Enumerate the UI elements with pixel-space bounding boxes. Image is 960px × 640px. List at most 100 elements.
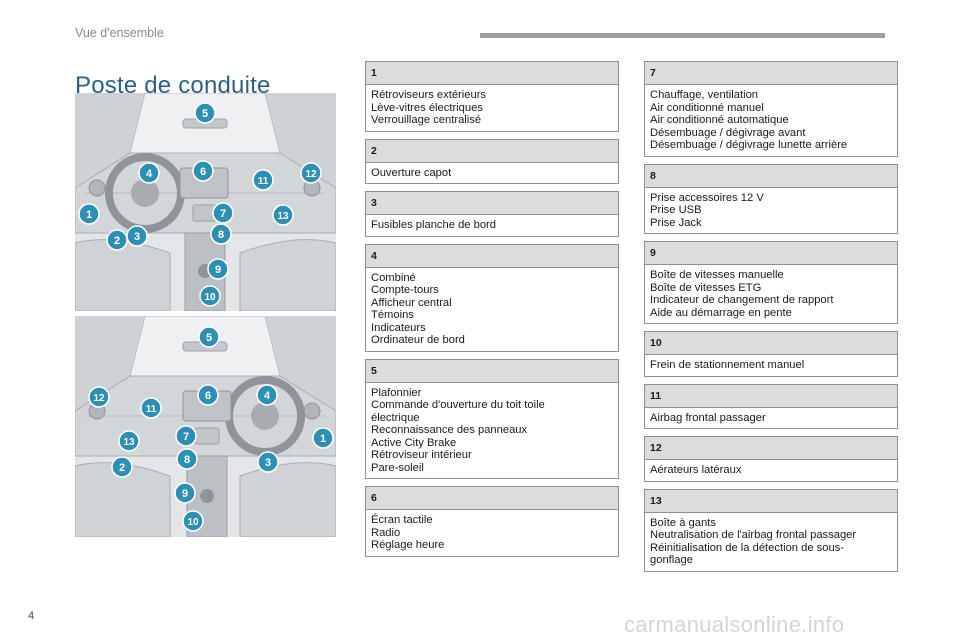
legend-item-description: Frein de stationnement manuel (645, 355, 897, 376)
legend-item-line: Active City Brake (371, 436, 457, 449)
callout-label: 13 (123, 437, 135, 448)
legend-item-line: Plafonnier (371, 386, 422, 399)
legend-item-line: Prise accessoires 12 V (650, 191, 764, 204)
callout-label: 1 (320, 433, 326, 445)
legend-item-line: Désembuage / dégivrage avant (650, 126, 806, 139)
legend-item-line: Air conditionné automatique (650, 114, 789, 126)
callout-9: 9 (174, 482, 196, 504)
callout-label: 10 (204, 292, 216, 303)
legend-item-number: 1 (366, 62, 618, 85)
callout-label: 3 (265, 457, 271, 469)
legend-item-line: Boîte de vitesses manuelle (650, 269, 784, 281)
legend-item-line: Frein de stationnement manuel (650, 359, 805, 371)
legend-item-line: Indicateur de changement de rapport (650, 294, 834, 306)
legend-item-description: Aérateurs latéraux (645, 460, 897, 481)
callout-label: 5 (206, 332, 212, 344)
callout-5: 5 (194, 102, 216, 124)
callout-label: 5 (202, 108, 208, 120)
legend-item-description: Ouverture capot (366, 163, 618, 184)
callout-label: 1 (86, 209, 92, 221)
legend-item-line: Réinitialisation de la détection de sous… (650, 541, 845, 554)
callout-13: 13 (272, 204, 294, 226)
legend-item-line: Commande d'ouverture du toit toile (371, 399, 545, 411)
callout-label: 6 (200, 166, 206, 178)
callout-10: 10 (182, 510, 204, 532)
callout-2: 2 (111, 456, 133, 478)
callout-label: 4 (264, 390, 271, 402)
legend-item-number: 3 (366, 192, 618, 215)
legend-item-line: Indicateurs (371, 321, 426, 334)
callout-label: 2 (119, 462, 125, 474)
header-bar (480, 33, 885, 38)
legend-item-line: Désembuage / dégivrage lunette arrière (650, 139, 848, 151)
callout-label: 7 (220, 208, 226, 220)
callout-10: 10 (199, 285, 221, 307)
legend-item-line: Lève-vitres électriques (371, 101, 483, 114)
callout-label: 7 (183, 431, 189, 443)
callout-9: 9 (207, 258, 229, 280)
legend-item-line: Combiné (371, 271, 416, 284)
section-label: Vue d'ensemble (75, 26, 164, 40)
legend-item-line: Pare-soleil (371, 461, 424, 474)
legend-item-number: 13 (645, 489, 897, 513)
legend-item-number: 10 (645, 332, 897, 355)
callout-3: 3 (126, 225, 148, 247)
legend-item-number: 11 (645, 384, 897, 408)
legend-item-line: Reconnaissance des panneaux (371, 424, 528, 436)
watermark: carmanualsonline.info (624, 612, 845, 637)
callout-1: 1 (78, 203, 100, 225)
legend-item-number: 9 (645, 242, 897, 265)
legend-item-number: 8 (645, 164, 897, 188)
callout-12: 12 (88, 386, 110, 408)
legend-item-line: Neutralisation de l'airbag frontal passa… (650, 529, 857, 541)
legend-item-line: Fusibles planche de bord (371, 219, 497, 231)
legend-item-line: Prise USB (650, 204, 702, 216)
legend-item-number: 7 (645, 62, 897, 85)
legend-item-line: Boîte à gants (650, 516, 716, 529)
legend-item-number: 4 (366, 244, 618, 268)
callout-label: 9 (182, 488, 188, 500)
callout-5: 5 (198, 326, 220, 348)
legend-item-line: Chauffage, ventilation (650, 89, 759, 101)
legend-item-line: Témoins (371, 309, 414, 321)
legend-item-line: Rétroviseur intérieur (371, 449, 472, 461)
legend-item-line: Airbag frontal passager (650, 411, 766, 424)
legend-item-line: gonflage (650, 554, 693, 566)
callout-8: 8 (176, 448, 198, 470)
legend-item-number: 12 (645, 437, 897, 460)
callout-11: 11 (140, 397, 162, 419)
callout-13: 13 (118, 430, 140, 452)
callout-7: 7 (212, 202, 234, 224)
legend-item-description: Airbag frontal passager (645, 408, 897, 429)
legend-item-line: Boîte de vitesses ETG (650, 281, 762, 294)
callout-2: 2 (106, 229, 128, 251)
legend-item-number: 5 (366, 359, 618, 383)
legend-item-line: Ordinateur de bord (371, 334, 465, 346)
callout-1: 1 (312, 427, 334, 449)
callout-3: 3 (257, 451, 279, 473)
legend-item-line: Aide au démarrage en pente (650, 306, 792, 319)
callout-label: 8 (184, 454, 190, 466)
